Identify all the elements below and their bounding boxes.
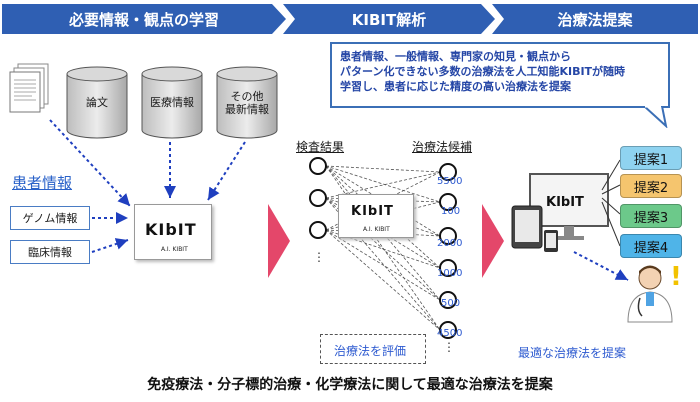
database-label: 医療情報 <box>150 96 194 109</box>
documents-icon <box>9 63 49 113</box>
kibit-logo: KIbIT <box>145 220 197 239</box>
flow-arrow-right <box>482 204 504 278</box>
candidate-score: 2000 <box>437 238 463 249</box>
test-results-label: 検査結果 <box>296 140 345 154</box>
kibit-engine-box: KIbIT A.I. KIBIT <box>134 204 212 260</box>
alert-mark-icon: ! <box>670 262 682 292</box>
treatment-candidates-label: 治療法候補 <box>412 140 473 154</box>
proposal-3: 提案3 <box>620 204 682 228</box>
kibit-sublabel: A.I. KIBIT <box>363 226 390 233</box>
clinical-info-box: 臨床情報 <box>10 240 90 264</box>
step-proposal-label: 治療法提案 <box>557 10 633 29</box>
callout-tail <box>642 106 668 128</box>
more-nodes-ellipsis: ⋮ <box>313 250 325 264</box>
doctor-icon <box>627 265 673 323</box>
summary-callout: 患者情報、一般情報、専門家の知見・観点から パターン化できない多数の治療法を人工… <box>330 42 670 108</box>
candidate-score: 500 <box>441 298 461 309</box>
evaluate-label: 治療法を評価 <box>334 344 407 358</box>
patient-info-title: 患者情報 <box>12 174 73 192</box>
evaluate-box <box>320 334 426 364</box>
proposal-1: 提案1 <box>620 146 682 170</box>
footer-caption: 免疫療法・分子標的治療・化学療法に関して最適な治療法を提案 <box>147 377 553 393</box>
database-other-latest: その他 最新情報 <box>216 66 278 140</box>
kibit-sublabel: A.I. KIBIT <box>161 246 188 253</box>
candidate-score: 100 <box>441 206 461 217</box>
genome-info-box: ゲノム情報 <box>10 206 90 230</box>
callout-line: パターン化できない多数の治療法を人工知能KIBITが随時 <box>340 65 626 78</box>
step-learning-label: 必要情報・観点の学習 <box>68 10 219 29</box>
proposal-2: 提案2 <box>620 174 682 198</box>
more-nodes-ellipsis: ⋮ <box>443 340 455 354</box>
callout-line: 患者情報、一般情報、専門家の知見・観点から <box>340 50 571 63</box>
candidate-score: 5500 <box>437 176 463 187</box>
database-label: 論文 <box>86 96 108 109</box>
kibit-logo: KIbIT <box>351 204 394 219</box>
step-proposal-header: 治療法提案 <box>492 4 698 34</box>
database-medical-info: 医療情報 <box>141 66 203 140</box>
devices-icon: KIbIT <box>511 173 609 252</box>
step-analysis-header: KIBIT解析 <box>283 4 495 34</box>
svg-text:KIbIT: KIbIT <box>546 195 584 210</box>
step-analysis-label: KIBIT解析 <box>351 10 427 29</box>
callout-line: 学習し、患者に応じた精度の高い治療法を提案 <box>340 80 571 93</box>
best-treatment-label: 最適な治療法を提案 <box>518 346 627 360</box>
database-label: その他 最新情報 <box>225 90 269 116</box>
candidate-score: 1000 <box>437 268 463 279</box>
database-papers: 論文 <box>66 66 128 140</box>
step-learning-header: 必要情報・観点の学習 <box>2 4 286 34</box>
proposal-4: 提案4 <box>620 234 682 258</box>
kibit-analysis-box: KIbIT A.I. KIBIT <box>338 194 414 238</box>
candidate-score: 4500 <box>437 328 463 339</box>
flow-arrow-right <box>268 204 290 278</box>
